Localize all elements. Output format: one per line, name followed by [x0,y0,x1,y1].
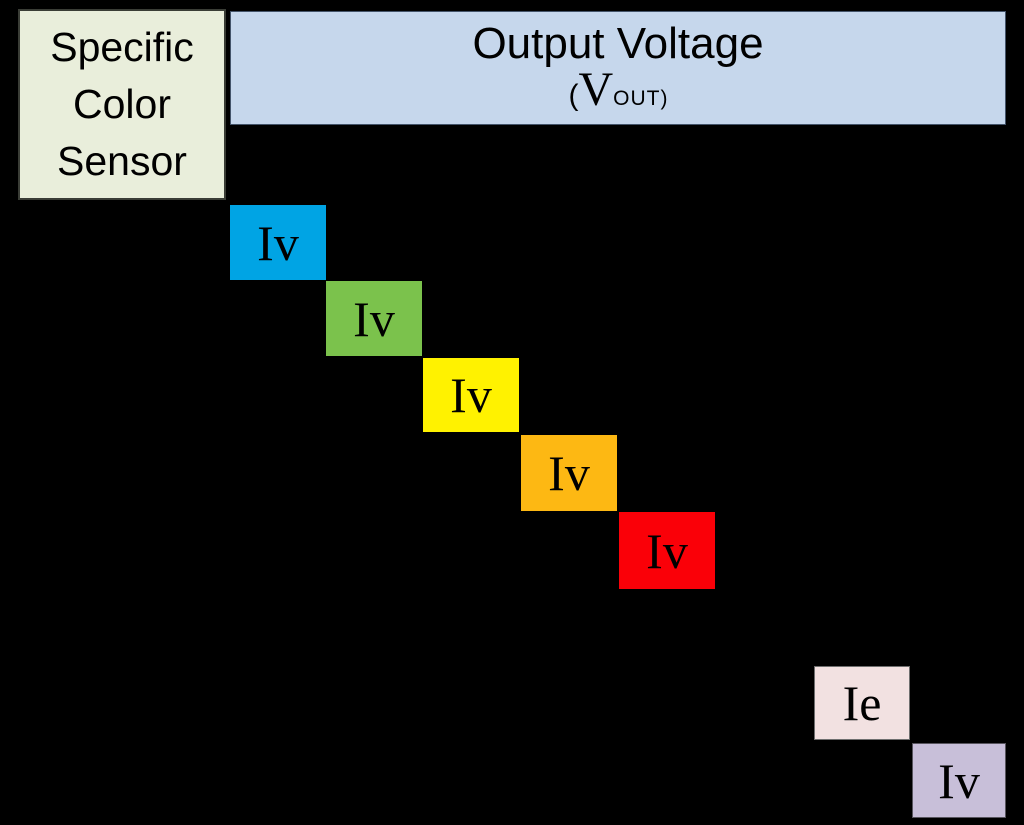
intensity-subscript: v [662,522,688,579]
row-header-specific-color-sensor: Specific Color Sensor [18,9,226,200]
cell-iv-green: Iv [326,281,422,356]
intensity-subscript: v [954,752,980,809]
intensity-subscript: e [859,675,882,731]
intensity-subscript: v [369,290,395,347]
column-header-title: Output Voltage [472,19,764,68]
row-header-line-2: Color [73,81,171,127]
cell-iv-blue: Iv [230,205,326,280]
voltage-subscript: OUT [613,87,661,110]
cell-iv-lavender: Iv [912,743,1006,818]
intensity-symbol: I [646,522,663,579]
cell-iv-red: Iv [619,512,715,589]
cell-label: Iv [938,756,980,806]
intensity-subscript: v [273,214,299,271]
paren-open: ( [568,79,579,112]
column-header-vout-formula: (VOUT) [568,66,668,123]
cell-label: Iv [548,448,590,498]
intensity-subscript: v [564,445,590,501]
cell-label: Iv [257,218,299,268]
column-header-output-voltage: Output Voltage (VOUT) [230,11,1006,125]
intensity-symbol: I [257,214,274,271]
intensity-symbol: I [548,445,565,501]
intensity-symbol: I [353,290,370,347]
intensity-symbol: I [450,367,467,423]
cell-label: Iv [450,370,492,420]
paren-close: ) [660,87,668,110]
intensity-symbol: I [842,675,860,731]
intensity-symbol: I [938,752,955,809]
cell-iv-yellow: Iv [423,358,519,432]
row-header-line-3: Sensor [57,138,187,184]
cell-label: Ie [843,678,882,728]
cell-label: Iv [646,526,688,576]
cell-ie-pale-pink: Ie [814,666,910,740]
intensity-subscript: v [466,367,492,423]
row-header-line-1: Specific [50,24,194,70]
voltage-symbol: V [578,63,614,116]
cell-iv-orange: Iv [521,435,617,511]
cell-label: Iv [353,294,395,344]
